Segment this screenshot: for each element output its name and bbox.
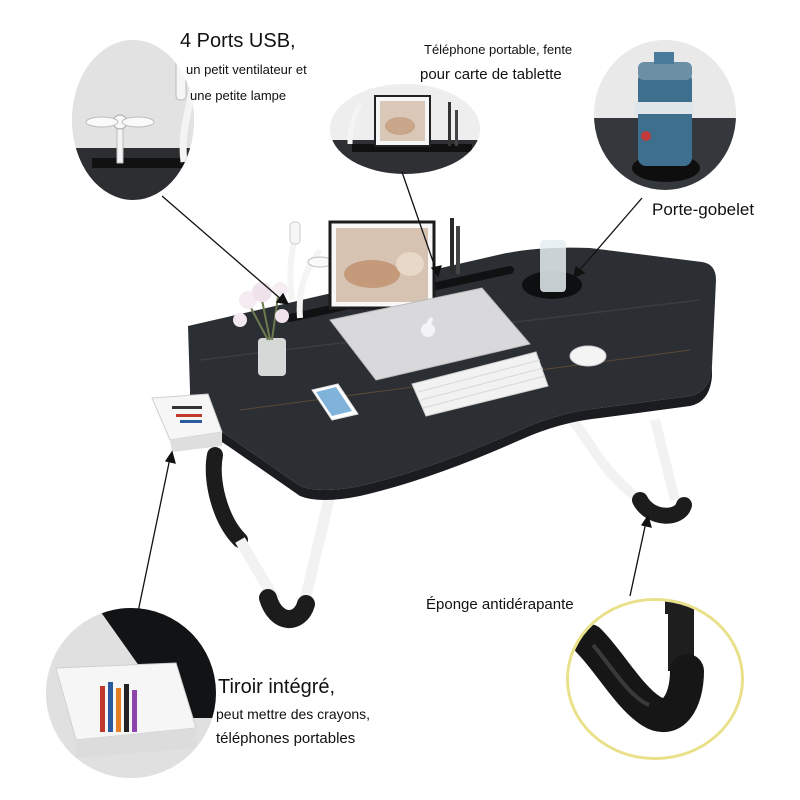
apple-logo-icon — [421, 317, 435, 337]
side-drawer — [151, 393, 223, 452]
mouse — [569, 345, 607, 367]
cup-holder-illustration — [594, 40, 736, 190]
sponge-foot-illustration — [569, 601, 741, 757]
sponge-title: Éponge antidérapante — [426, 596, 574, 613]
usb-fan-detail-circle — [72, 40, 194, 200]
tablet-slot-line2: pour carte de tablette — [420, 66, 562, 83]
fan-lamp-illustration — [72, 40, 194, 200]
front-left-leg — [299, 493, 336, 602]
tablet-slot-detail-circle — [330, 84, 480, 174]
phone — [311, 383, 359, 421]
glass-cup — [540, 240, 566, 292]
usb-ports-line2: une petite lampe — [190, 88, 287, 103]
cup-icon — [634, 52, 694, 166]
drawer-line1: peut mettre des crayons, — [216, 706, 371, 722]
back-right-foam — [632, 492, 692, 524]
desk-lamp-icon — [287, 221, 301, 301]
sponge-detail-circle — [566, 598, 744, 760]
back-right-leg — [568, 416, 644, 504]
flowers-icon — [233, 282, 289, 376]
cup-holder-detail-circle — [594, 40, 736, 190]
drawer-title: Tiroir intégré, — [218, 676, 336, 698]
drawer-illustration — [46, 608, 216, 778]
drawer-line2: téléphones portables — [216, 730, 356, 747]
laptop — [329, 287, 531, 381]
tablet-slot-illustration — [330, 84, 480, 174]
drawer-detail-circle — [46, 608, 216, 778]
usb-ports-line1: un petit ventilateur et — [186, 62, 307, 77]
fan-icon — [85, 114, 155, 164]
cup-holder-title: Porte-gobelet — [652, 200, 755, 219]
tablet-slot-line1: Téléphone portable, fente — [424, 42, 573, 57]
callout-arrows — [137, 171, 652, 613]
tablet-in-slot — [328, 220, 436, 310]
usb-ports-title: 4 Ports USB, — [180, 30, 296, 52]
front-left-foam — [259, 589, 315, 628]
keyboard — [411, 351, 549, 417]
